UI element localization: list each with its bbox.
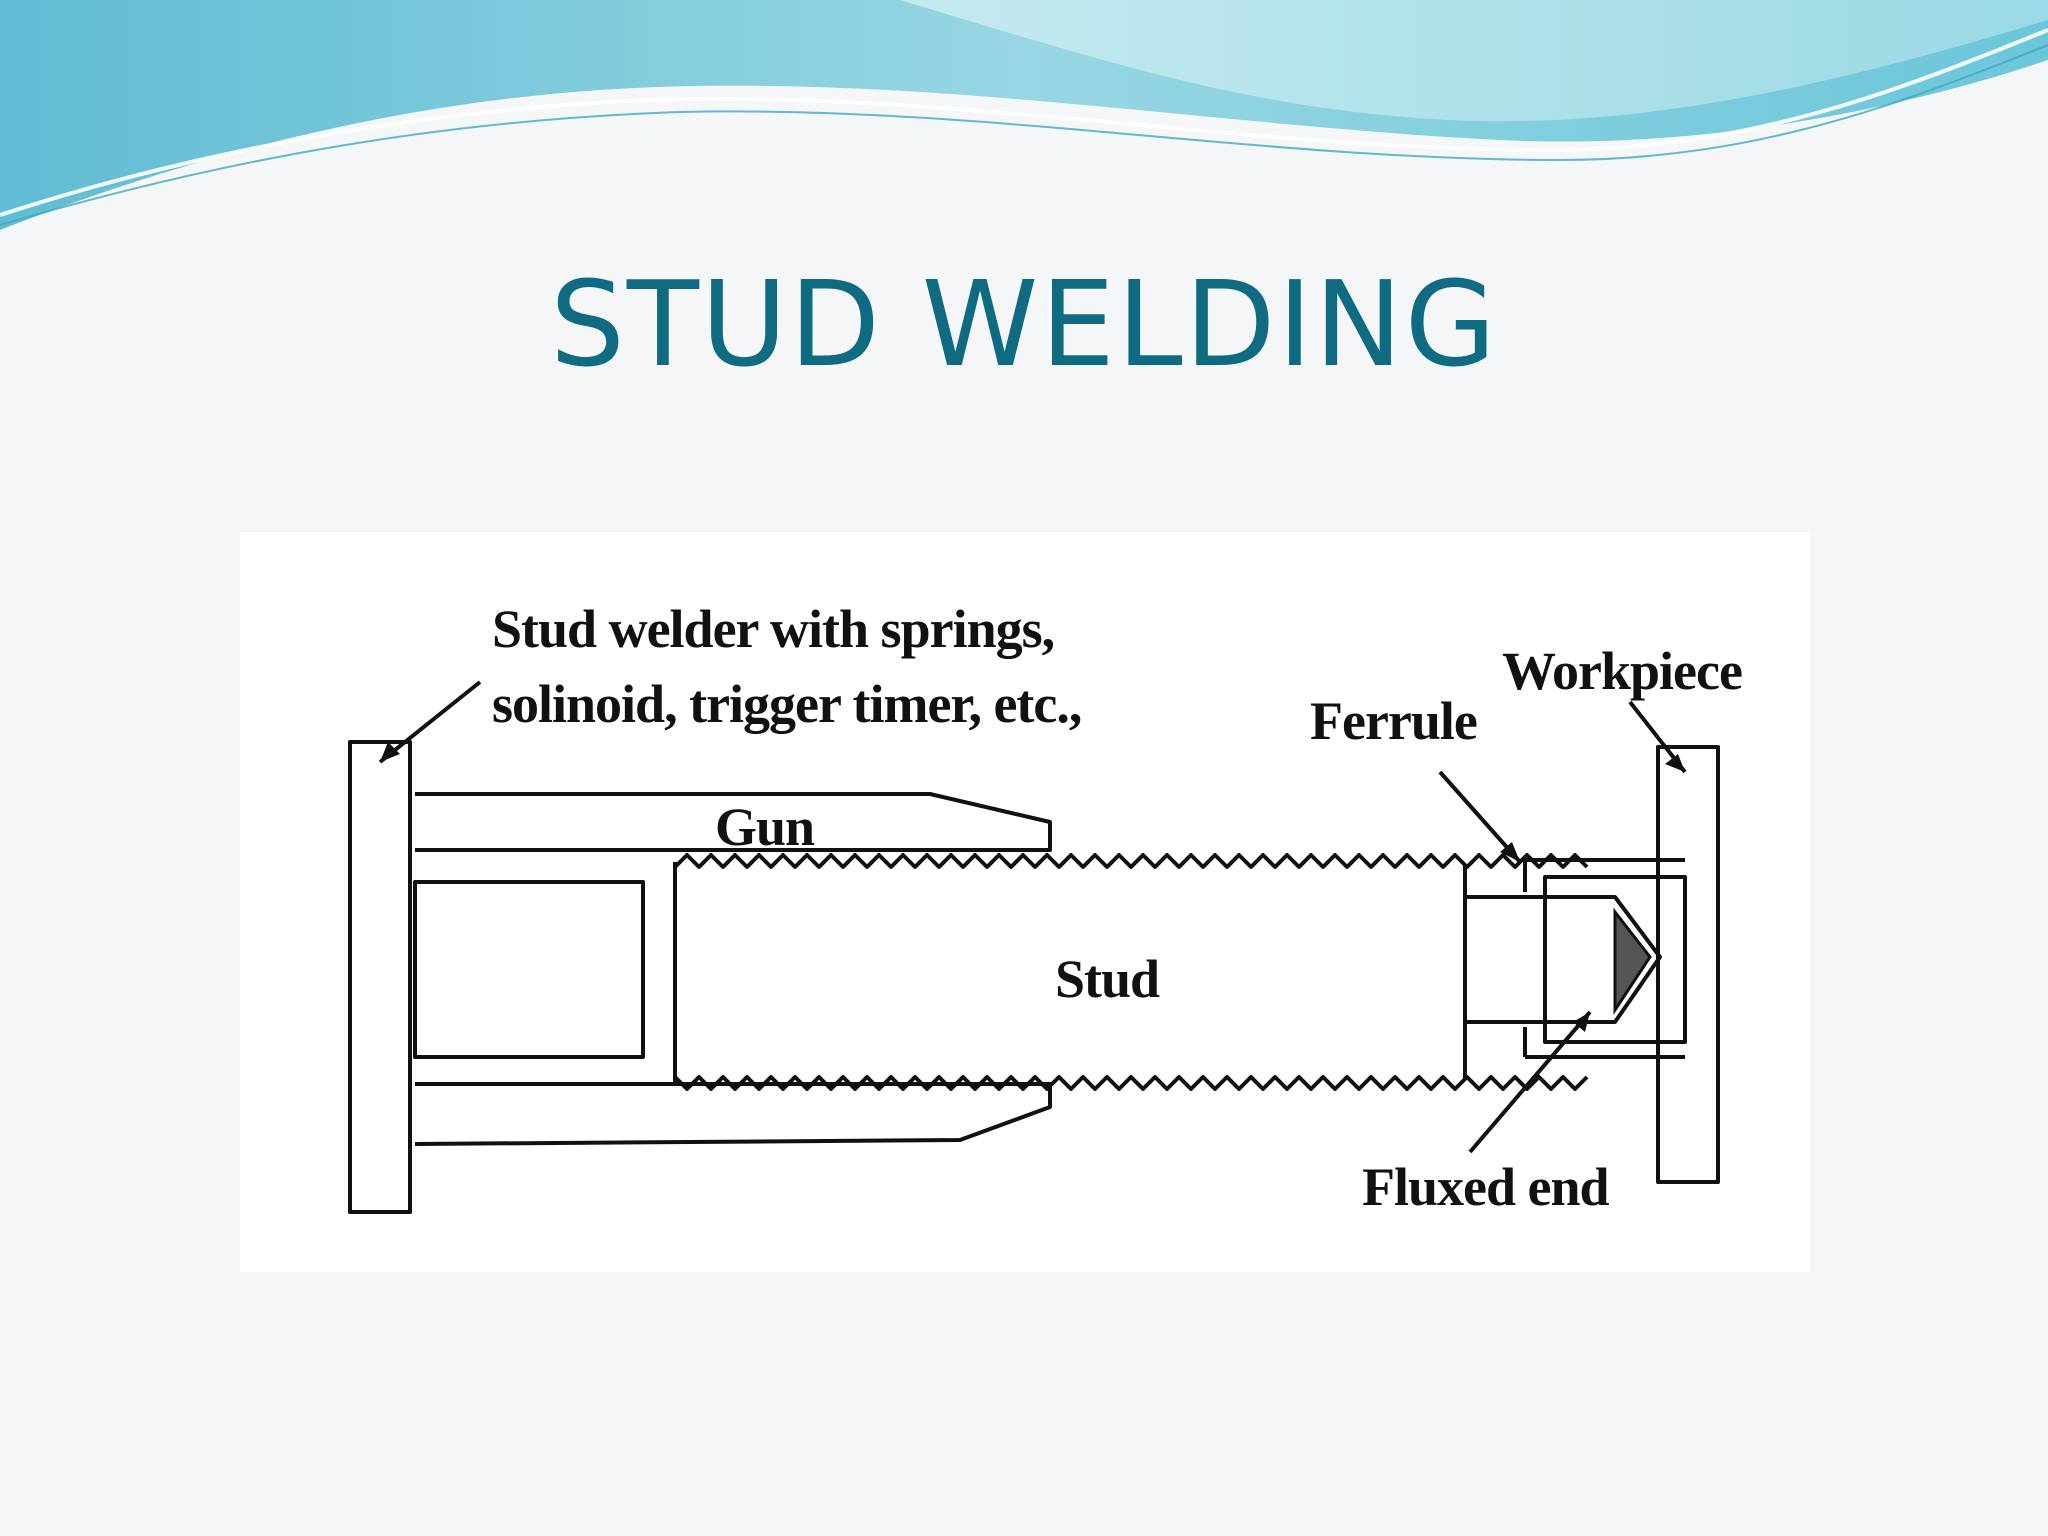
gun-housing-inner	[413, 880, 645, 1059]
header-wave-decoration	[0, 0, 2048, 230]
diagram-drawing	[348, 680, 1720, 1214]
ferrule-inner	[1543, 875, 1687, 1044]
arrowhead-stud-welder	[380, 742, 400, 762]
label-stud-welder-line1: Stud welder with springs,	[492, 599, 1055, 659]
label-ferrule: Ferrule	[1310, 691, 1478, 751]
gun-lower-jaw	[414, 1082, 1052, 1146]
welder-plate	[348, 740, 412, 1214]
workpiece-plate	[1656, 745, 1720, 1184]
slide-title: STUD WELDING	[549, 255, 1499, 393]
leader-fluxed-end	[1468, 1010, 1592, 1154]
arrowhead-workpiece	[1665, 754, 1685, 772]
stud-thread-bottom	[673, 1075, 1589, 1091]
stud-thread-top	[673, 853, 1589, 869]
arrowhead-fluxed-end	[1573, 1012, 1590, 1032]
arrowhead-ferrule	[1500, 842, 1520, 862]
label-workpiece: Workpiece	[1502, 641, 1743, 701]
label-fluxed-end: Fluxed end	[1362, 1157, 1610, 1217]
stud-welding-diagram: Stud welder with springs, solinoid, trig…	[240, 532, 1810, 1272]
flux-coating	[1613, 907, 1652, 1015]
label-stud-welder-line2: solinoid, trigger timer, etc.,	[492, 674, 1082, 734]
leader-stud-welder	[378, 680, 482, 764]
ferrule	[1523, 858, 1685, 1059]
gun-upper-jaw	[415, 792, 1052, 852]
label-gun: Gun	[715, 797, 815, 857]
label-stud: Stud	[1055, 949, 1160, 1009]
